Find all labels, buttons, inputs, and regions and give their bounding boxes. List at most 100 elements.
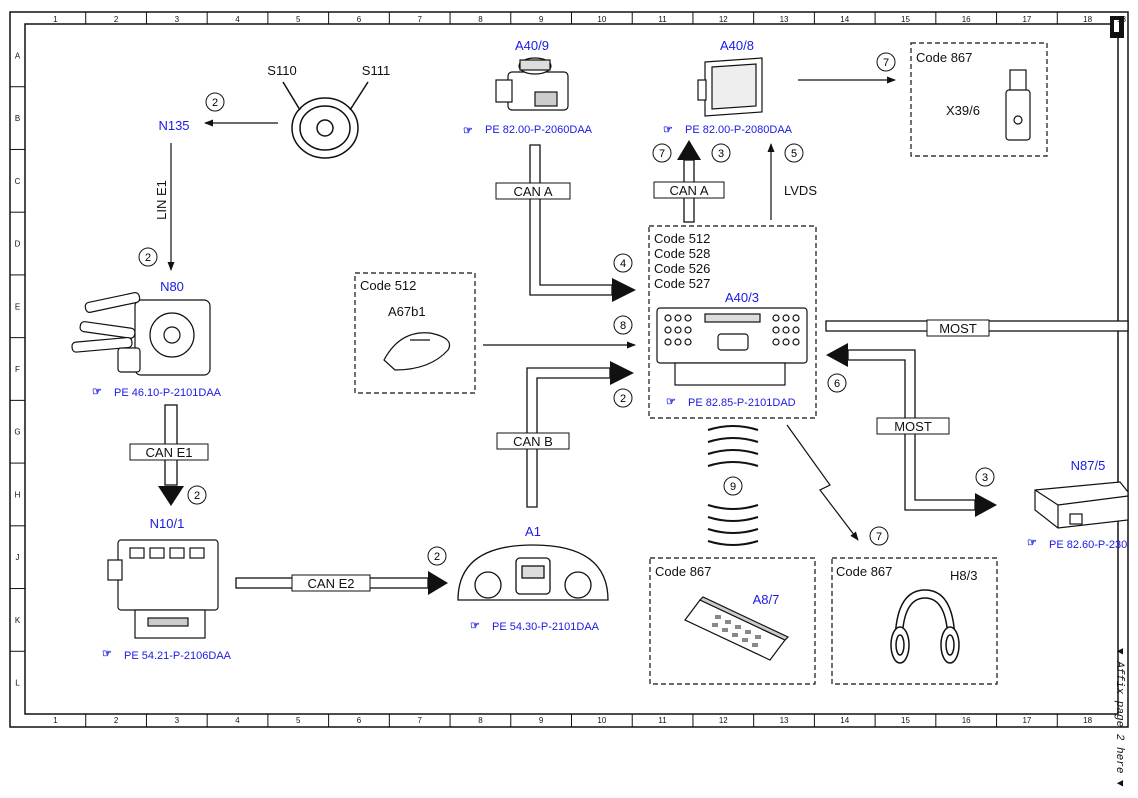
grid-col-label: 2 — [114, 716, 119, 725]
grid-col-label: 14 — [840, 716, 849, 725]
can-a-arrowhead-1 — [612, 278, 636, 302]
grid-col-label: 14 — [840, 15, 849, 24]
svg-text:☞: ☞ — [92, 386, 102, 398]
h8-3-code-box — [831, 557, 998, 685]
svg-text:☞: ☞ — [470, 620, 480, 632]
n80-label: N80 — [160, 279, 184, 294]
svg-text:PE 82.85-P-2101DAD: PE 82.85-P-2101DAD — [688, 397, 796, 409]
svg-text:7: 7 — [876, 531, 882, 543]
svg-text:3: 3 — [982, 472, 988, 484]
grid-col-label: 8 — [478, 15, 483, 24]
marker-a1: 2 — [427, 546, 447, 566]
grid-col-label: 7 — [417, 716, 422, 725]
svg-text:7: 7 — [659, 148, 665, 160]
grid-col-label: 12 — [719, 15, 728, 24]
most-label-1: MOST — [939, 321, 977, 336]
can-a-label-2: CAN A — [669, 183, 708, 198]
svg-text:PE 54.21-P-2106DAA: PE 54.21-P-2106DAA — [124, 650, 232, 662]
marker-lvds: 5 — [784, 143, 804, 163]
marker-top-7: 7 — [652, 143, 672, 163]
svg-text:PE 82.60-P-230: PE 82.60-P-230 — [1049, 539, 1127, 551]
grid-col-label: 15 — [901, 15, 910, 24]
grid-row-label: L — [15, 679, 20, 688]
grid-row-label: B — [15, 114, 20, 123]
a40-3-code-4: Code 527 — [654, 276, 710, 291]
affix-note: ▼ Affix page 2 here ▼ — [1113, 648, 1125, 787]
can-e1-label: CAN E1 — [146, 445, 193, 460]
can-a-arrowhead-2 — [677, 140, 701, 160]
steering-wheel-icon — [282, 81, 369, 159]
corner-icon — [1110, 16, 1124, 38]
svg-text:2: 2 — [194, 490, 200, 502]
grid-col-label: 11 — [658, 716, 667, 725]
h8-3-label: H8/3 — [950, 568, 977, 583]
can-a-box-2 — [653, 181, 725, 199]
grid-col-label: 16 — [962, 716, 971, 725]
can-a-box-1 — [495, 182, 571, 200]
a40-3-code-3: Code 526 — [654, 261, 710, 276]
a8-7-label: A8/7 — [753, 592, 780, 607]
n10-1-label: N10/1 — [150, 516, 185, 531]
a1-instrument-cluster-icon — [457, 544, 609, 601]
remote-control-icon — [684, 596, 790, 661]
svg-text:8: 8 — [620, 320, 626, 332]
lin-e1-label: LIN E1 — [154, 180, 169, 220]
svg-text:☞: ☞ — [1027, 537, 1037, 549]
can-a-bus-1 — [529, 144, 613, 296]
n87-5-ref: ☞ PE 82.60-P-230 — [1027, 537, 1127, 551]
grid-col-label: 6 — [357, 15, 362, 24]
a67b1-code: Code 512 — [360, 278, 416, 293]
x39-6-code-box — [910, 42, 1048, 157]
svg-text:4: 4 — [620, 258, 626, 270]
svg-text:2: 2 — [620, 393, 626, 405]
marker-can-b: 2 — [613, 388, 633, 408]
grid-col-label: 10 — [597, 716, 606, 725]
usb-connector-icon — [1005, 69, 1031, 141]
n80-ref: ☞ PE 46.10-P-2101DAA — [92, 386, 222, 399]
a40-3-code-1: Code 512 — [654, 231, 710, 246]
grid-col-label: 1 — [53, 716, 58, 725]
marker-x39-6: 7 — [876, 52, 896, 72]
grid-col-label: 3 — [175, 716, 180, 725]
headphones-icon — [890, 589, 960, 664]
svg-text:PE 82.00-P-2080DAA: PE 82.00-P-2080DAA — [685, 124, 793, 136]
svg-text:6: 6 — [834, 378, 840, 390]
grid-col-label: 13 — [780, 716, 789, 725]
can-e2-arrowhead — [428, 571, 448, 595]
n10-1-ref: ☞ PE 54.21-P-2106DAA — [102, 648, 232, 662]
grid-col-label: 1 — [53, 15, 58, 24]
ir-waves — [707, 425, 759, 546]
grid-col-label: 15 — [901, 716, 910, 725]
grid-col-label: 9 — [539, 716, 544, 725]
grid-col-label: 5 — [296, 716, 301, 725]
a40-3-code-box — [648, 225, 817, 419]
svg-text:5: 5 — [791, 148, 797, 160]
grid-col-label: 9 — [539, 15, 544, 24]
a1-ref: ☞ PE 54.30-P-2101DAA — [470, 620, 600, 633]
a40-9-controller-icon — [495, 57, 569, 111]
can-e2-box — [291, 574, 371, 592]
n135-label: N135 — [158, 118, 189, 133]
svg-text:☞: ☞ — [663, 124, 673, 136]
svg-text:3: 3 — [718, 148, 724, 160]
a8-7-code: Code 867 — [655, 564, 711, 579]
most-arrowhead-right — [975, 493, 997, 517]
grid-col-label: 6 — [357, 716, 362, 725]
marker-ir-9: 9 — [723, 476, 743, 496]
marker-a67b1: 8 — [613, 315, 633, 335]
n87-5-module-icon — [1034, 481, 1129, 529]
grid-col-label: 13 — [780, 15, 789, 24]
can-e1-arrowhead — [158, 486, 184, 506]
most-label-2: MOST — [894, 419, 932, 434]
marker-most-3: 3 — [975, 467, 995, 487]
a40-8-label: A40/8 — [720, 38, 754, 53]
n80-switch-module-icon — [71, 292, 211, 376]
s110-label: S110 — [267, 63, 296, 78]
grid-row-label: K — [15, 616, 21, 625]
svg-text:☞: ☞ — [463, 125, 473, 137]
most-box-1 — [926, 319, 990, 337]
grid-col-label: 18 — [1083, 15, 1092, 24]
grid-col-label: 3 — [175, 15, 180, 24]
